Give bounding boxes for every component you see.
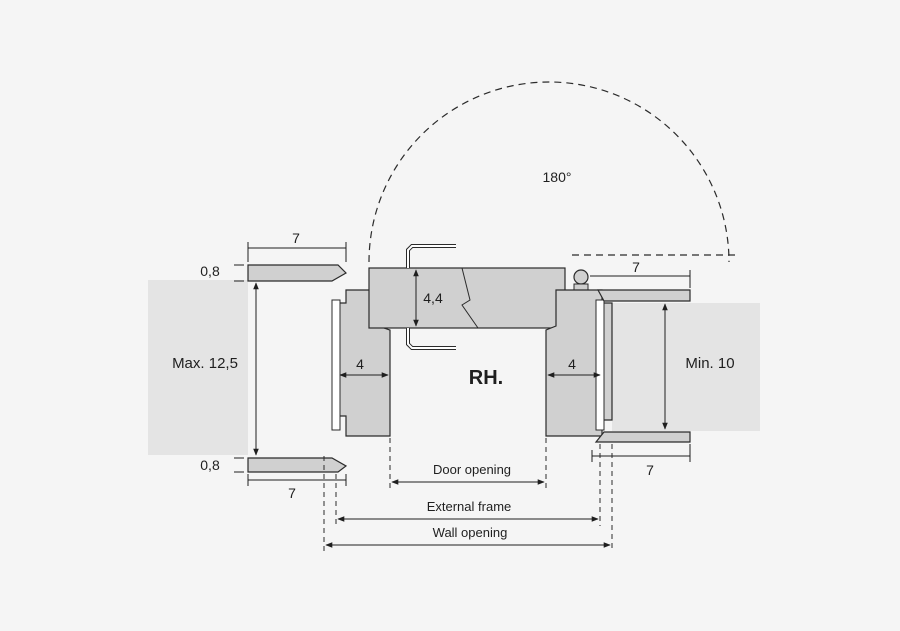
right-top-architrave: [596, 289, 691, 302]
door-leaf: [368, 267, 566, 329]
label-right-top-width: 7: [632, 259, 640, 275]
label-right-frame-depth: 4: [568, 356, 576, 372]
door-handle-bottom: [406, 328, 456, 350]
left-frame-clip: [331, 299, 341, 431]
label-external-frame: External frame: [427, 499, 512, 514]
hinge-plate: [573, 283, 589, 291]
door-break-line: [461, 267, 479, 329]
label-left-bottom-width: 7: [288, 485, 296, 501]
left-top-architrave: [247, 264, 347, 282]
door-handle-top: [406, 244, 456, 268]
door-handle-bottom-inner: [407, 328, 456, 349]
right-bottom-architrave: [594, 431, 691, 443]
label-left-top-thickness: 0,8: [200, 263, 220, 279]
hinge-icon: [573, 269, 589, 285]
label-right-bottom-width: 7: [646, 462, 654, 478]
label-left-top-width: 7: [292, 230, 300, 246]
right-wall: [612, 303, 760, 431]
label-swing-angle: 180°: [543, 169, 572, 185]
label-wall-opening: Wall opening: [433, 525, 508, 540]
label-right-height: Min. 10: [685, 355, 734, 372]
label-door-type: RH.: [469, 367, 503, 389]
label-door-thickness: 4,4: [423, 290, 443, 306]
left-wall: [148, 280, 248, 455]
label-left-height: Max. 12,5: [172, 355, 238, 372]
right-frame-clip: [595, 299, 605, 431]
door-swing-arc: [368, 81, 730, 263]
label-left-bottom-thickness: 0,8: [200, 457, 220, 473]
label-door-opening: Door opening: [433, 462, 511, 477]
label-left-frame-depth: 4: [356, 356, 364, 372]
door-handle-top-inner: [407, 245, 456, 268]
left-bottom-architrave: [247, 457, 348, 473]
